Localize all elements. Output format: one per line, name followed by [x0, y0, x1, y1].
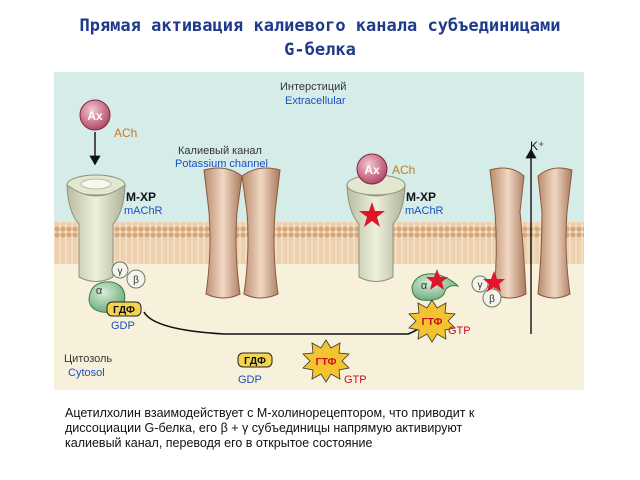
slide-title: Прямая активация калиевого канала субъед… [10, 14, 630, 62]
beta-left: β [133, 275, 139, 286]
ach-left-label: ACh [114, 126, 137, 140]
gtp-middle-ru: ГТФ [316, 356, 337, 368]
alpha-left: α [96, 285, 103, 297]
gdp-left-ru: ГДФ [113, 304, 135, 316]
receptor-left-en: mAChR [124, 205, 163, 217]
gamma-left: γ [118, 266, 123, 277]
beta-right: β [489, 294, 495, 305]
extracellular-label-ru: Интерстиций [280, 81, 346, 93]
ach-right-label: ACh [392, 163, 415, 177]
potassium-channel-right [489, 167, 573, 299]
gdp-middle-en: GDP [238, 374, 262, 386]
channel-label-ru: Калиевый канал [178, 145, 262, 157]
g-alpha-right: α [411, 269, 460, 301]
receptor-left [66, 174, 126, 282]
receptor-right-en: mAChR [405, 205, 444, 217]
cytosol-label-ru: Цитозоль [64, 353, 112, 365]
receptor-right-ru: М-ХР [406, 190, 436, 204]
channel-label-en: Potassium channel [175, 158, 268, 170]
activation-star-alpha [426, 269, 448, 290]
gtp-middle-en: GTP [344, 374, 367, 386]
gdp-badge-middle: ГДФ [237, 352, 273, 368]
caption-line-2: диссоциации G-белка, его β + γ субъедини… [65, 421, 463, 435]
cytosol-label-en: Cytosol [68, 367, 105, 379]
caption-line-3: калиевый канал, переводя его в открытое … [65, 436, 373, 450]
gtp-burst-right: ГТФ [408, 299, 456, 343]
activation-star-beta-gamma [483, 271, 505, 292]
gdp-middle-ru: ГДФ [244, 355, 266, 367]
alpha-right: α [421, 280, 428, 292]
gdp-left-en: GDP [111, 320, 135, 332]
ligand-right: Ax [356, 153, 388, 185]
gtp-right-en: GTP [448, 325, 471, 337]
gtp-right-ru: ГТФ [422, 316, 443, 328]
title-line-1: Прямая активация калиевого канала субъед… [79, 16, 561, 36]
gamma-right: γ [478, 280, 483, 291]
activation-star-receptor [359, 202, 385, 227]
potassium-channel-left [203, 167, 281, 299]
title-line-2: G-белка [284, 40, 356, 60]
extracellular-label-en: Extracellular [285, 95, 346, 107]
ligand-right-label: Ax [364, 163, 380, 177]
g-beta-gamma-right: γ β [471, 271, 505, 308]
ligand-left-label: Ax [87, 109, 103, 123]
caption-line-1: Ацетилхолин взаимодействует с М-холиноре… [65, 406, 475, 420]
ligand-left: Ax [79, 99, 111, 131]
gdp-badge-left: ГДФ [106, 301, 142, 317]
g-protein-diagram: Интерстиций Extracellular Цитозоль Cytos… [54, 72, 584, 390]
receptor-left-ru: М-ХР [126, 190, 156, 204]
k-ion-label: K⁺ [530, 139, 544, 153]
gtp-burst-middle: ГТФ [302, 339, 350, 383]
caption: Ацетилхолин взаимодействует с М-холиноре… [65, 406, 619, 451]
